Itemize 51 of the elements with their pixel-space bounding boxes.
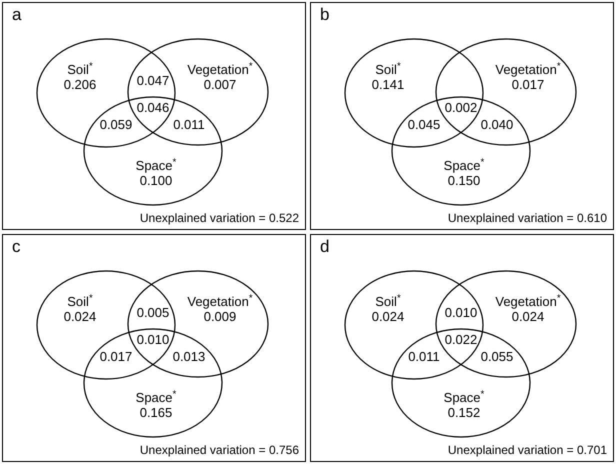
set-label: Space$^{*}$: [136, 390, 176, 405]
set-label: Vegetation$^{*}$: [187, 62, 253, 77]
panel-frame: [2, 234, 306, 462]
overlap-value: 0.011: [407, 349, 441, 364]
set-label: Soil$^{*}$: [375, 62, 401, 77]
unexplained-variation-note: Unexplained variation = 0.701: [448, 443, 607, 457]
overlap-value: 0.046: [136, 100, 170, 115]
overlap-value: 0.002: [444, 100, 478, 115]
set-label: Soil$^{*}$: [375, 294, 401, 309]
set-label: Vegetation$^{*}$: [495, 62, 561, 77]
overlap-value: 0.040: [480, 117, 514, 132]
panel-frame: [2, 2, 306, 230]
overlap-value: 0.005: [136, 305, 170, 320]
fraction-value: 0.007: [204, 77, 236, 92]
set-label: Soil$^{*}$: [67, 294, 93, 309]
overlap-value: 0.010: [444, 305, 478, 320]
panel-frame: [310, 2, 614, 230]
overlap-value: 0.011: [172, 117, 206, 132]
set-label: Vegetation$^{*}$: [187, 294, 253, 309]
set-label: Space$^{*}$: [444, 390, 484, 405]
overlap-value: 0.055: [480, 349, 514, 364]
fraction-value: 0.150: [448, 173, 480, 188]
fraction-value: 0.165: [140, 405, 172, 420]
fraction-value: 0.152: [448, 405, 480, 420]
panel-letter: d: [320, 238, 330, 255]
overlap-value: 0.045: [406, 117, 442, 132]
panel-letter: c: [12, 238, 20, 255]
overlap-value: 0.022: [444, 332, 478, 347]
fraction-value: 0.100: [140, 173, 172, 188]
overlap-value: 0.010: [136, 332, 170, 347]
panel-letter: b: [320, 6, 330, 23]
fraction-value: 0.017: [512, 77, 544, 92]
overlap-value: 0.047: [136, 73, 170, 88]
overlap-value: 0.059: [98, 117, 134, 132]
fraction-value: 0.009: [204, 309, 236, 324]
unexplained-variation-note: Unexplained variation = 0.610: [448, 211, 607, 225]
set-label: Space$^{*}$: [136, 158, 176, 173]
set-label: Space$^{*}$: [444, 158, 484, 173]
overlap-value: 0.017: [98, 349, 134, 364]
panel-letter: a: [12, 6, 22, 23]
unexplained-variation-note: Unexplained variation = 0.522: [140, 211, 299, 225]
fraction-value: 0.141: [372, 77, 404, 92]
fraction-value: 0.206: [64, 77, 96, 92]
fraction-value: 0.024: [512, 309, 544, 324]
panel-frame: [310, 234, 614, 462]
set-label: Soil$^{*}$: [67, 62, 93, 77]
overlap-value: 0.013: [172, 349, 206, 364]
fraction-value: 0.024: [372, 309, 404, 324]
set-label: Vegetation$^{*}$: [495, 294, 561, 309]
unexplained-variation-note: Unexplained variation = 0.756: [140, 443, 299, 457]
fraction-value: 0.024: [64, 309, 96, 324]
